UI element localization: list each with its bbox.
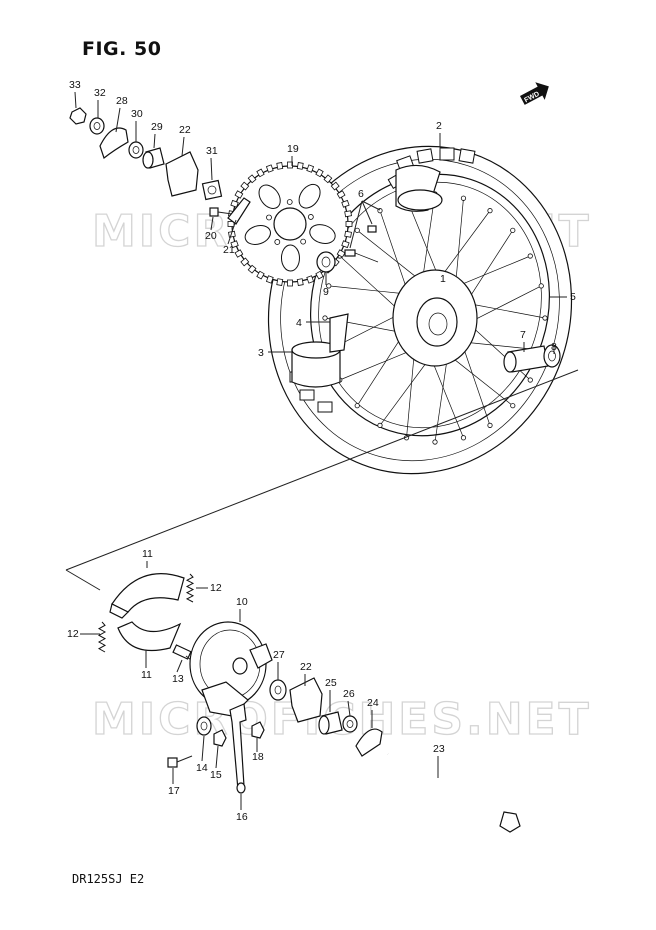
spring-lower <box>97 621 107 653</box>
callout-17: 17 <box>168 785 180 797</box>
callout-4: 4 <box>296 317 302 329</box>
leader-line-13 <box>176 659 183 673</box>
callout-32: 32 <box>94 87 106 99</box>
callout-12: 12 <box>210 582 222 594</box>
callout-20: 20 <box>205 230 217 242</box>
brake-shoe-upper <box>111 573 185 613</box>
holder-22b <box>289 677 323 723</box>
plate-21 <box>227 197 251 225</box>
washer-32 <box>89 117 105 135</box>
leader-line-20 <box>210 216 214 231</box>
group-divider <box>65 369 579 591</box>
nut-31 <box>201 179 223 201</box>
washer-14 <box>196 716 212 736</box>
brake-lever-16 <box>229 703 247 792</box>
nut-18 <box>251 721 265 739</box>
figure-title: FIG. 50 <box>82 38 162 60</box>
leader-line-28 <box>115 107 121 133</box>
callout-7: 7 <box>520 329 526 341</box>
callout-10: 10 <box>236 596 248 608</box>
leader-line-31 <box>210 157 213 181</box>
callout-23: 23 <box>433 743 445 755</box>
callout-3: 3 <box>258 347 264 359</box>
sprocket <box>227 161 353 287</box>
callout-29: 29 <box>151 121 163 133</box>
rim-band <box>329 313 349 353</box>
holder-22a <box>165 151 199 197</box>
svg-text:FWD: FWD <box>523 91 540 105</box>
brake-shoe-lower <box>117 621 182 652</box>
callout-11: 11 <box>142 548 153 560</box>
callout-9: 9 <box>323 286 329 298</box>
callout-11: 11 <box>141 669 152 681</box>
callout-28: 28 <box>116 95 128 107</box>
callout-1: 1 <box>440 273 446 285</box>
callout-31: 31 <box>206 145 218 157</box>
bolts-6 <box>344 225 379 263</box>
callout-8: 8 <box>551 341 557 353</box>
model-code: DR125SJ E2 <box>72 872 145 886</box>
spring-upper <box>185 573 195 603</box>
nut-33 <box>69 107 87 125</box>
leader-line-15 <box>215 745 219 769</box>
callout-13: 13 <box>172 673 184 685</box>
callout-22: 22 <box>300 661 312 673</box>
bearing-9 <box>316 251 336 273</box>
leader-line-14 <box>201 735 205 762</box>
bolt-17 <box>167 755 193 768</box>
callout-30: 30 <box>131 108 143 120</box>
leader-line-6 <box>361 200 381 211</box>
seal-27 <box>269 679 287 701</box>
callout-22: 22 <box>179 124 191 136</box>
callout-6: 6 <box>358 188 364 200</box>
callout-16: 16 <box>236 811 248 823</box>
leader-line-6 <box>361 200 373 225</box>
callout-14: 14 <box>196 762 208 774</box>
adjuster-24 <box>355 728 383 757</box>
nut-15 <box>213 729 227 747</box>
leader-line-26 <box>347 700 351 717</box>
callout-2: 2 <box>436 120 442 132</box>
washer-30 <box>128 141 144 159</box>
brake-panel <box>189 621 273 717</box>
chain-adjuster-28 <box>99 127 129 160</box>
callout-19: 19 <box>287 143 299 155</box>
bearing <box>543 344 561 368</box>
leader-line-22 <box>181 136 185 157</box>
callout-33: 33 <box>69 79 81 91</box>
leader-line-29 <box>153 133 156 149</box>
leader-line-21 <box>227 219 237 245</box>
callout-25: 25 <box>325 677 337 689</box>
axle-23 <box>387 752 521 833</box>
callout-26: 26 <box>343 688 355 700</box>
callout-21: 21 <box>223 244 235 256</box>
callout-12: 12 <box>67 628 79 640</box>
callout-18: 18 <box>252 751 264 763</box>
fwd-arrow-icon: FWD <box>520 82 549 105</box>
watermark-bottom: MICROFICHES.NET <box>92 694 592 745</box>
leader-line-6 <box>349 200 363 249</box>
bolt-20 <box>209 207 233 217</box>
callout-5: 5 <box>570 291 576 303</box>
callout-27: 27 <box>273 649 285 661</box>
leader-line-33 <box>74 91 77 109</box>
callout-24: 24 <box>367 697 379 709</box>
washer-26 <box>342 715 358 733</box>
callout-15: 15 <box>210 769 222 781</box>
